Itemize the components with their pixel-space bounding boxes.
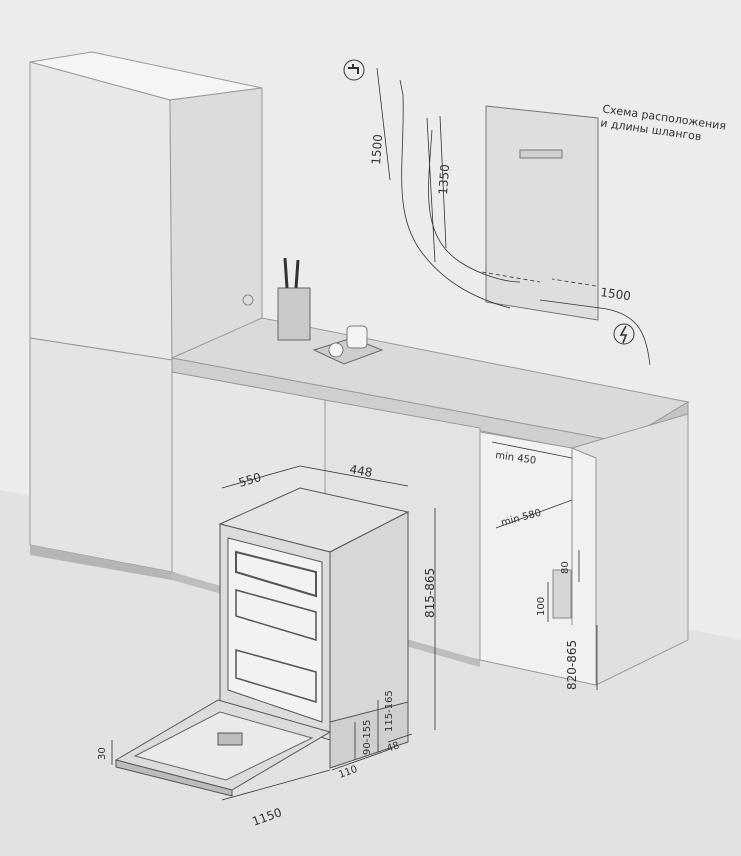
niche-service-opening [552,569,572,619]
hose-scheme [399,79,651,366]
inlet-hose [399,79,511,309]
dishwasher [114,487,410,797]
tall-cabinet [29,51,263,580]
tray-with-cups [312,325,384,365]
niche-opening-height: 80 [560,561,571,574]
dim-height: 815-865 [423,568,437,618]
dimension-lines [111,67,598,801]
water-tap-icon [343,59,365,81]
electric-plug-icon [613,323,635,345]
niche-height: 820-865 [565,640,579,690]
dim-depth: 550 [237,470,263,490]
lower-basket [235,649,317,704]
dishwasher-tub [227,537,323,723]
niche-opening-width: 100 [536,597,547,616]
dim-leg-adjust: 115-165 [384,690,395,732]
scheme-machine-outline [485,105,599,321]
detergent-dispenser [217,732,243,746]
upper-basket [235,550,317,598]
dishwasher-plinth [329,701,409,769]
dim-plinth-depth: 48 [385,740,401,755]
drain-hose [428,129,521,283]
dim-door-thickness: 30 [97,747,108,760]
drain-hose-length: 1350 [436,164,452,195]
sphere-decor [242,294,254,306]
knife-block [277,257,311,341]
dim-plinth-height: 90-155 [362,720,373,755]
inlet-hose-length: 1500 [369,134,385,165]
power-cord-length: 1500 [600,285,632,303]
power-cord [539,299,651,366]
dishwasher-niche [479,413,689,686]
middle-basket [235,589,317,642]
dim-width: 448 [348,462,373,480]
